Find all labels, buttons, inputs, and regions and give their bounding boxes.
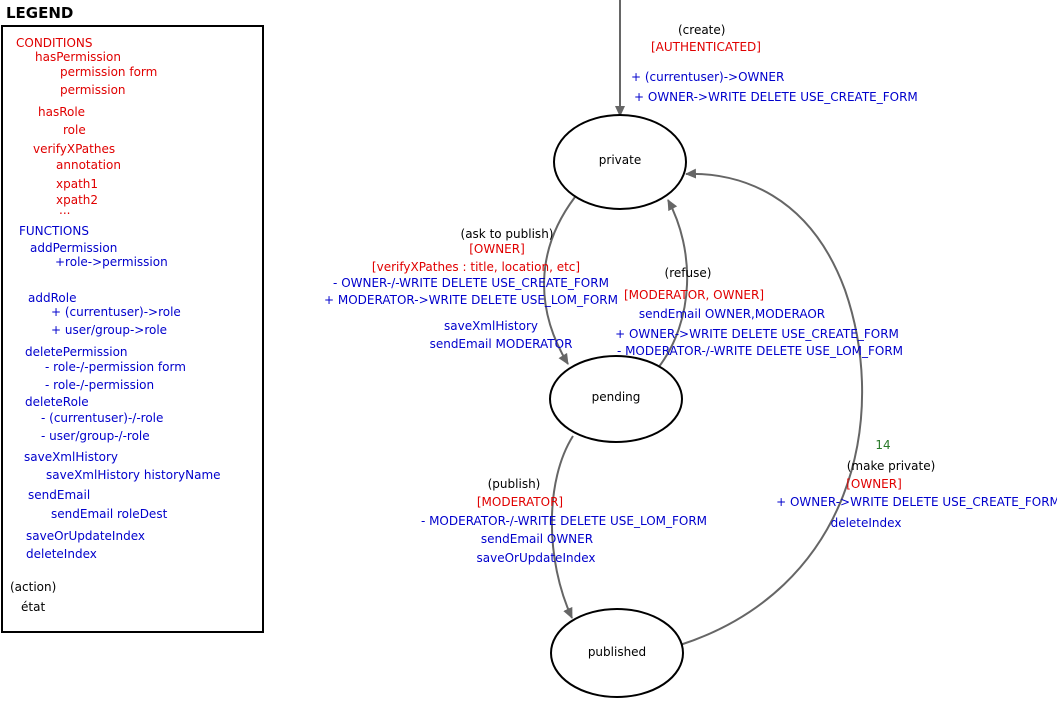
legend-box: [1, 25, 264, 633]
make-private-condition: [OWNER]: [846, 477, 902, 491]
legend-save-or-update-index: saveOrUpdateIndex: [26, 529, 145, 543]
make-private-action: (make private): [847, 459, 936, 473]
legend-title: LEGEND: [6, 4, 73, 22]
refuse-condition: [MODERATOR, OWNER]: [624, 288, 764, 302]
legend-delete-permission: deletePermission: [25, 345, 128, 359]
state-published: [550, 608, 684, 698]
publish-condition: [MODERATOR]: [477, 495, 563, 509]
legend-has-permission: hasPermission: [35, 50, 121, 64]
legend-functions-header: FUNCTIONS: [19, 224, 89, 238]
ask-condition2: [verifyXPathes : title, location, etc]: [372, 260, 580, 274]
ask-func2: + MODERATOR->WRITE DELETE USE_LOM_FORM: [324, 293, 618, 307]
legend-delete-role-arg1: - (currentuser)-/-role: [41, 411, 163, 425]
legend-save-xml-history-arg: saveXmlHistory historyName: [46, 468, 221, 482]
legend-annotation: annotation: [56, 158, 121, 172]
legend-delete-index: deleteIndex: [26, 547, 97, 561]
make-private-number: 14: [875, 438, 890, 452]
legend-xpath2: xpath2: [56, 193, 98, 207]
edge-publish: [550, 435, 574, 619]
legend-permission-form: permission form: [60, 65, 157, 79]
state-private: [553, 114, 687, 210]
legend-permission: permission: [60, 83, 126, 97]
publish-action: (publish): [488, 477, 541, 491]
legend-conditions-header: CONDITIONS: [16, 36, 93, 50]
ask-action: (ask to publish): [461, 227, 554, 241]
ask-func1: - OWNER-/-WRITE DELETE USE_CREATE_FORM: [333, 276, 609, 290]
publish-func3: saveOrUpdateIndex: [477, 551, 596, 565]
edge-make-private: [679, 168, 864, 646]
legend-delete-role: deleteRole: [25, 395, 89, 409]
legend-add-role-arg2: + user/group->role: [51, 323, 167, 337]
legend-role: role: [63, 123, 86, 137]
create-action: (create): [678, 23, 725, 37]
legend-has-role: hasRole: [38, 105, 85, 119]
state-published-label: published: [588, 645, 646, 659]
publish-func2: sendEmail OWNER: [481, 532, 593, 546]
state-pending-label: pending: [592, 390, 641, 404]
legend-etat: état: [21, 600, 45, 614]
state-pending: [549, 355, 683, 443]
refuse-action: (refuse): [665, 266, 712, 280]
refuse-func2: + OWNER->WRITE DELETE USE_CREATE_FORM: [615, 327, 899, 341]
legend-add-role: addRole: [28, 291, 76, 305]
ask-func3: saveXmlHistory: [444, 319, 538, 333]
legend-verify-xpathes: verifyXPathes: [33, 142, 115, 156]
edge-ask-to-publish: [543, 196, 576, 365]
refuse-func3: - MODERATOR-/-WRITE DELETE USE_LOM_FORM: [617, 344, 903, 358]
legend-send-email: sendEmail: [28, 488, 90, 502]
create-func1: + (currentuser)->OWNER: [631, 70, 784, 84]
legend-ellipsis: ...: [59, 203, 70, 217]
make-private-func2: deleteIndex: [831, 516, 902, 530]
legend-add-permission: addPermission: [30, 241, 117, 255]
ask-condition1: [OWNER]: [469, 242, 525, 256]
legend-save-xml-history: saveXmlHistory: [24, 450, 118, 464]
ask-func4: sendEmail MODERATOR: [430, 337, 573, 351]
make-private-func1: + OWNER->WRITE DELETE USE_CREATE_FORM: [776, 495, 1057, 509]
legend-xpath1: xpath1: [56, 177, 98, 191]
legend-delete-role-arg2: - user/group-/-role: [41, 429, 150, 443]
edge-refuse: [657, 199, 689, 369]
legend-add-role-arg1: + (currentuser)->role: [51, 305, 181, 319]
legend-add-permission-arg: +role->permission: [55, 255, 168, 269]
legend-delete-permission-arg1: - role-/-permission form: [45, 360, 186, 374]
refuse-func1: sendEmail OWNER,MODERAOR: [639, 307, 825, 321]
state-private-label: private: [599, 153, 641, 167]
create-condition: [AUTHENTICATED]: [651, 40, 761, 54]
legend-send-email-arg: sendEmail roleDest: [51, 507, 168, 521]
publish-func1: - MODERATOR-/-WRITE DELETE USE_LOM_FORM: [421, 514, 707, 528]
legend-action: (action): [10, 580, 56, 594]
legend-delete-permission-arg2: - role-/-permission: [45, 378, 154, 392]
create-func2: + OWNER->WRITE DELETE USE_CREATE_FORM: [634, 90, 918, 104]
